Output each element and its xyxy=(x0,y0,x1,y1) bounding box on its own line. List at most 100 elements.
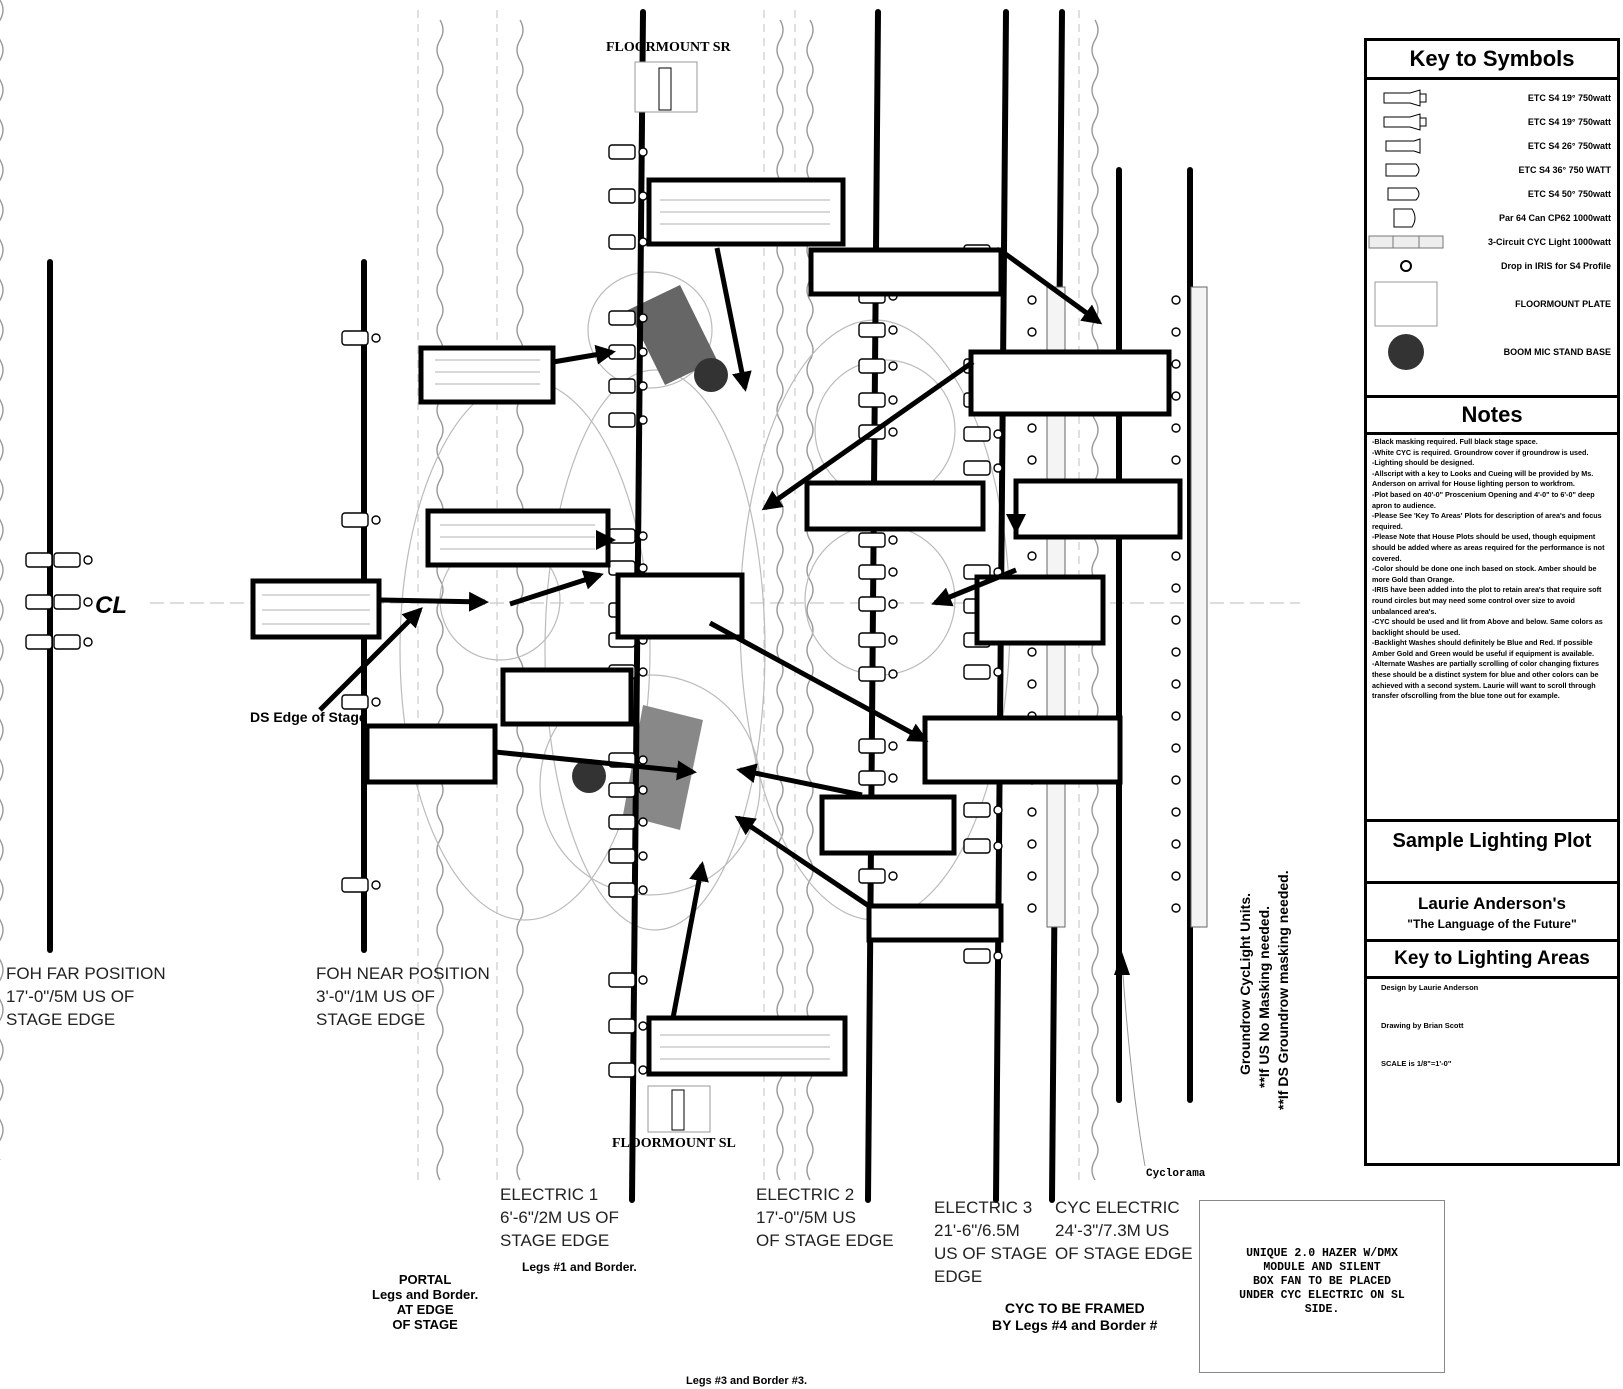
electric-3-fixture xyxy=(963,802,1003,818)
electric-2-fixture xyxy=(858,770,898,786)
groundrow-circuit-icon xyxy=(1171,423,1181,433)
groundrow-circuit-icon xyxy=(1171,391,1181,401)
source-four-26-icon xyxy=(1367,136,1445,156)
groundrow-note: Groundrow CycLight Units. xyxy=(1237,893,1253,1075)
groundrow-circuit-icon xyxy=(1171,615,1181,625)
notes-title: Notes xyxy=(1367,398,1617,435)
electric-1-fixture xyxy=(608,972,648,988)
foh-far-fixture xyxy=(53,594,93,610)
electric-1-fixture xyxy=(608,234,648,250)
legend-row: FLOORMOUNT PLATE xyxy=(1367,278,1617,330)
legend-row: ETC S4 19° 750watt xyxy=(1367,110,1617,134)
groundrow-units xyxy=(1190,286,1208,928)
source-four-19-icon xyxy=(1367,112,1445,132)
electric-2-fixture xyxy=(858,666,898,682)
show-title-line1: Laurie Anderson's xyxy=(1418,894,1566,913)
cyc-circuit-icon xyxy=(1027,327,1037,337)
stage-object-sr xyxy=(628,285,717,385)
us-masking-note: **If US No Masking needed. xyxy=(1256,905,1272,1088)
electric-2-fixture xyxy=(858,392,898,408)
groundrow-circuit-icon xyxy=(1171,903,1181,913)
electric-2-fixture xyxy=(858,322,898,338)
legend-row: ETC S4 50° 750watt xyxy=(1367,182,1617,206)
cyc-circuit-icon xyxy=(1027,647,1037,657)
credit-drawing: Drawing by Brian Scott xyxy=(1381,1021,1464,1030)
foh-near-fixture xyxy=(341,512,381,528)
focus-note-lines xyxy=(262,199,830,1060)
electric-3-fixture xyxy=(963,426,1003,442)
legend-row: Par 64 Can CP62 1000watt xyxy=(1367,206,1617,230)
legend-row: Drop in IRIS for S4 Profile xyxy=(1367,254,1617,278)
masking-legs xyxy=(0,0,1099,1181)
cyclorama-label: Cyclorama xyxy=(1146,1168,1206,1180)
iris-icon xyxy=(1367,258,1445,274)
floormount-sl-label: FLOORMOUNT SL xyxy=(612,1136,736,1151)
cyclorama-pointer xyxy=(1121,959,1146,1167)
credit-design: Design by Laurie Anderson xyxy=(1381,983,1479,992)
floormount-plate-icon xyxy=(1367,280,1445,328)
groundrow-circuit-icon xyxy=(1171,583,1181,593)
electric-3-label: ELECTRIC 3 21'-6"/6.5M US OF STAGE EDGE xyxy=(934,1198,1048,1286)
center-line-label: CL xyxy=(95,592,127,619)
electric-1-fixture xyxy=(608,1062,648,1078)
legend-row-label: ETC S4 36° 750 WATT xyxy=(1518,165,1611,175)
electric-3-fixture xyxy=(963,948,1003,964)
ds-masking-note: **If DS Groundrow masking needed. xyxy=(1275,870,1291,1110)
legend-row: 3-Circuit CYC Light 1000watt xyxy=(1367,230,1617,254)
electric-2-fixture xyxy=(858,564,898,580)
groundrow-circuit-icon xyxy=(1171,775,1181,785)
electric-1-fixture xyxy=(608,848,648,864)
groundrow-circuit-icon xyxy=(1171,455,1181,465)
ds-edge-label: DS Edge of Stage xyxy=(250,709,367,725)
source-four-50-icon xyxy=(1367,184,1445,204)
floormount-sr-label: FLOORMOUNT SR xyxy=(606,40,731,55)
foh-near-fixture xyxy=(341,694,381,710)
foh-far-position-label: FOH FAR POSITION 17'-0"/5M US OF STAGE E… xyxy=(6,964,166,1029)
cyc-circuit-icon xyxy=(1027,423,1037,433)
legend-row-label: Drop in IRIS for S4 Profile xyxy=(1500,261,1611,271)
electric-2-fixture xyxy=(858,358,898,374)
credit-scale: SCALE is 1/8"=1'-0" xyxy=(1381,1059,1452,1068)
cyc-circuit-icon xyxy=(1027,679,1037,689)
cyc-circuit-icon xyxy=(1027,295,1037,305)
electric-1-fixture xyxy=(608,782,648,798)
cyc-circuit-icon xyxy=(1027,455,1037,465)
legend-row: ETC S4 26° 750watt xyxy=(1367,134,1617,158)
boom-base-sl xyxy=(572,759,606,793)
key-to-areas-title: Key to Lighting Areas xyxy=(1367,942,1617,979)
cyc-circuit-icon xyxy=(1027,871,1037,881)
legend-row-label: ETC S4 50° 750watt xyxy=(1527,189,1611,199)
boom-base-icon xyxy=(1367,332,1445,372)
legend-row: ETC S4 36° 750 WATT xyxy=(1367,158,1617,182)
electric-1-fixture xyxy=(608,560,648,576)
key-to-symbols-title: Key to Symbols xyxy=(1367,41,1617,80)
hazer-note: UNIQUE 2.0 HAZER W/DMX MODULE AND SILENT… xyxy=(1199,1200,1445,1373)
foh-near-position-label: FOH NEAR POSITION 3'-0"/1M US OF STAGE E… xyxy=(316,964,490,1029)
electric-2-fixture xyxy=(858,532,898,548)
legend-row-label: ETC S4 19° 750watt xyxy=(1527,93,1611,103)
electric-2-fixture xyxy=(858,868,898,884)
legs-1-label: Legs #1 and Border. xyxy=(522,1260,637,1274)
foh-near-fixture xyxy=(341,330,381,346)
portal-label: PORTAL Legs and Border. AT EDGE OF STAGE xyxy=(372,1272,479,1332)
electric-1-fixture xyxy=(608,882,648,898)
notes-text: -Black masking required. Full black stag… xyxy=(1367,435,1617,822)
groundrow-circuit-icon xyxy=(1171,871,1181,881)
legs-3-label: Legs #3 and Border #3. xyxy=(686,1375,808,1387)
electric-1-fixture xyxy=(608,144,648,160)
groundrow-circuit-icon xyxy=(1171,551,1181,561)
electric-1-fixture xyxy=(608,528,648,544)
electric-1-fixture xyxy=(608,1018,648,1034)
groundrow-circuit-icon xyxy=(1171,743,1181,753)
groundrow-circuit-icon xyxy=(1171,711,1181,721)
cyc-light-icon xyxy=(1367,233,1445,251)
sample-plot-title: Sample Lighting Plot xyxy=(1367,822,1617,884)
focus-arrows xyxy=(318,247,1103,1019)
electric-2-label: ELECTRIC 2 17'-0"/5M US OF STAGE EDGE xyxy=(756,1185,894,1250)
electric-2-fixture xyxy=(858,596,898,612)
electric-1-fixture xyxy=(608,814,648,830)
groundrow-circuit-icon xyxy=(1171,839,1181,849)
groundrow-circuit-icon xyxy=(1171,327,1181,337)
electric-1-fixture xyxy=(608,310,648,326)
